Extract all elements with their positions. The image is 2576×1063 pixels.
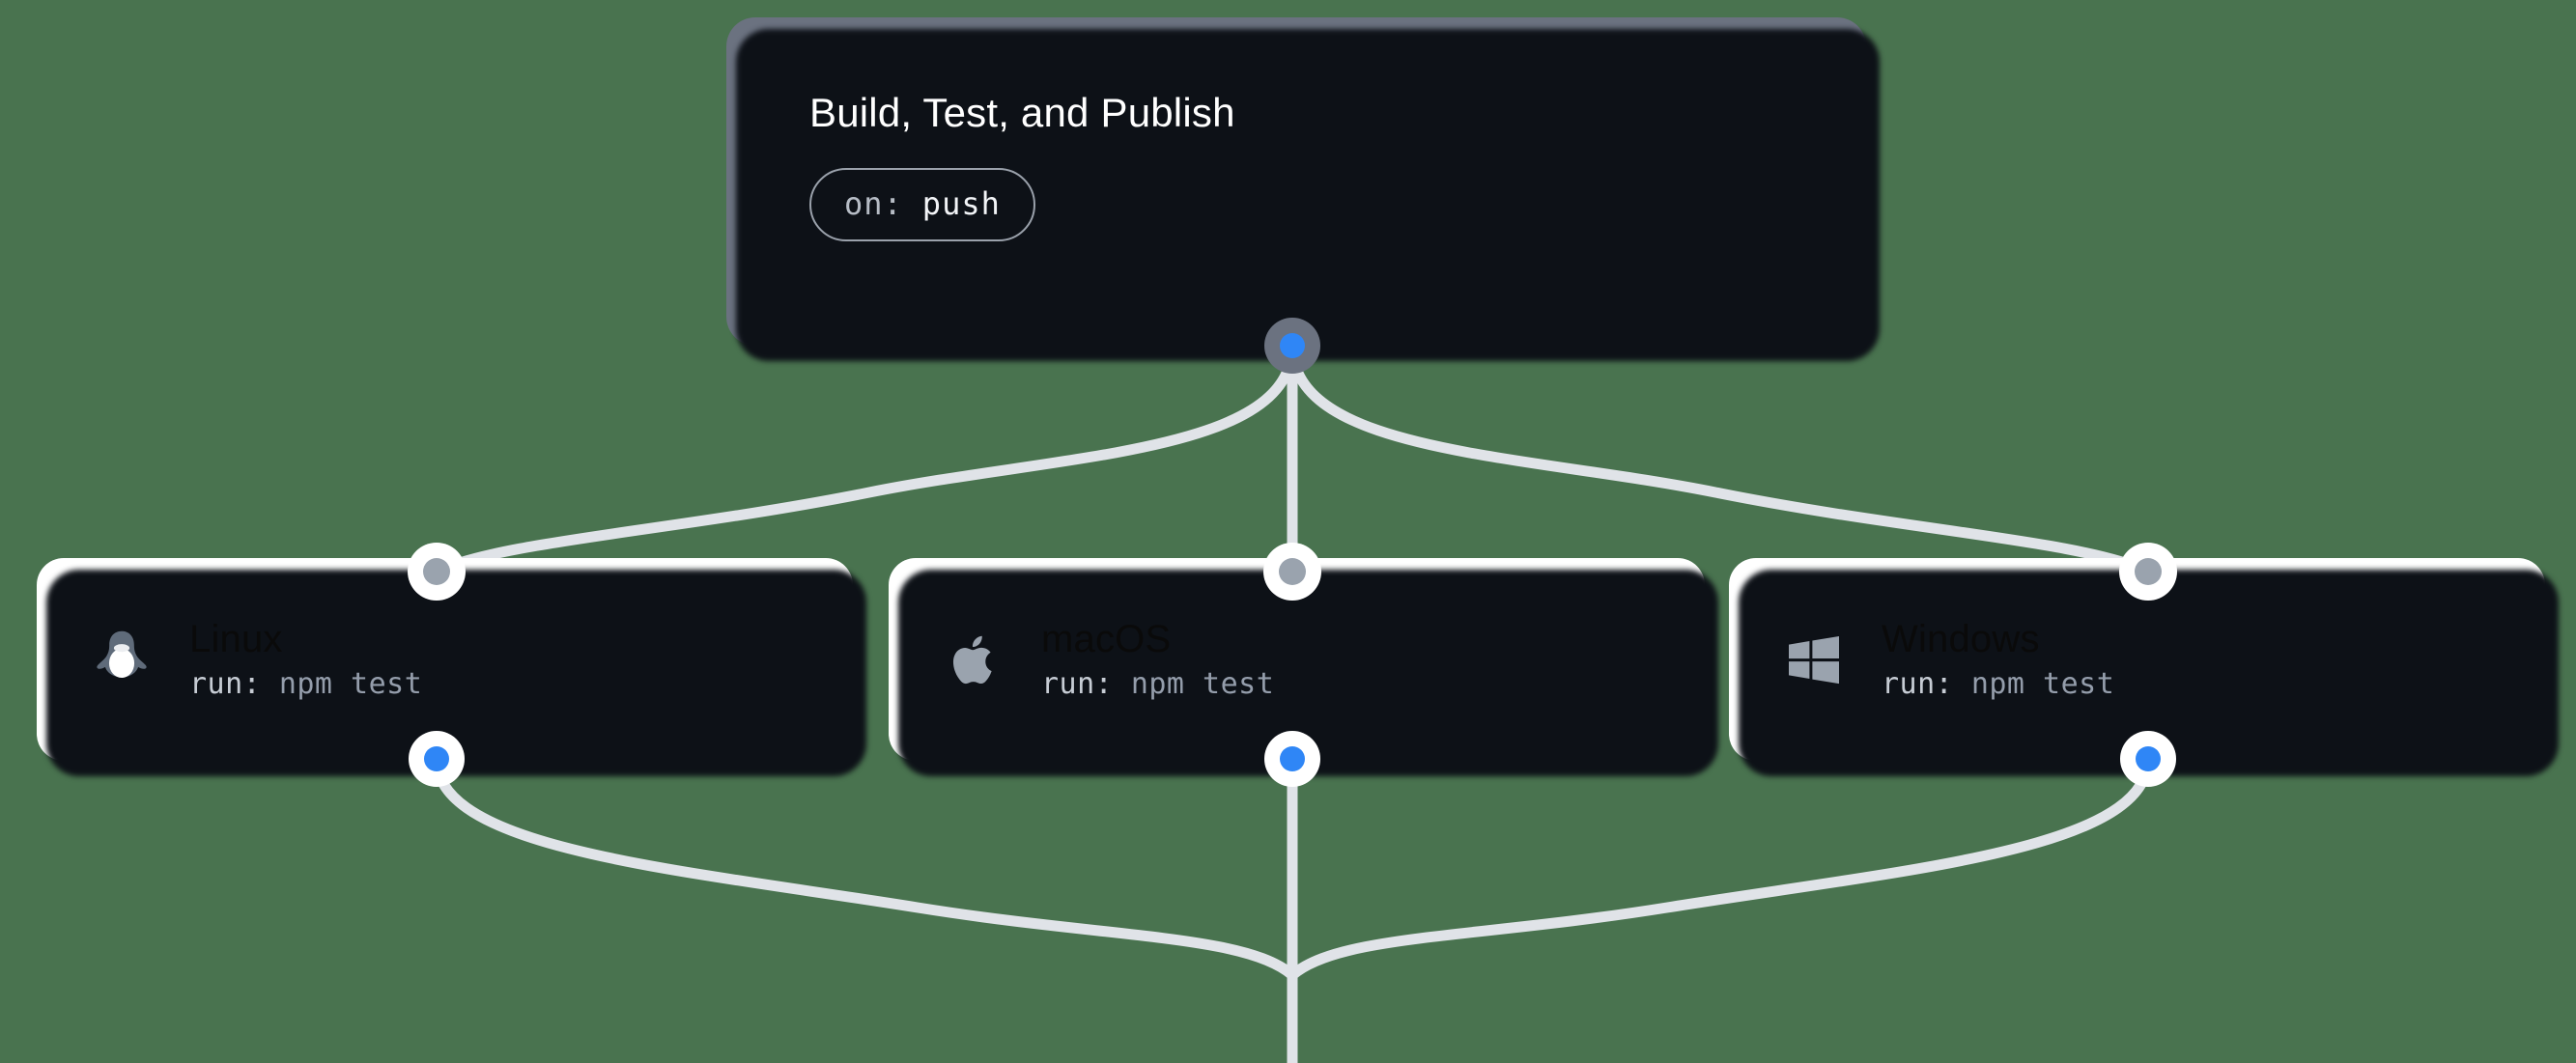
trigger-source-handle[interactable] bbox=[1280, 333, 1305, 358]
job-run-windows: run: npm test bbox=[1882, 670, 2114, 699]
job-title-windows: Windows bbox=[1882, 618, 2040, 660]
trigger-event-pill[interactable]: on: push bbox=[809, 168, 1035, 241]
windows-target-handle[interactable] bbox=[2135, 558, 2162, 585]
macos-target-handle[interactable] bbox=[1279, 558, 1306, 585]
job-title-linux: Linux bbox=[189, 618, 283, 660]
edge-trigger-to-windows bbox=[1287, 340, 2154, 577]
job-title-macos: macOS bbox=[1041, 618, 1172, 660]
linux-target-handle[interactable] bbox=[423, 558, 450, 585]
trigger-node[interactable]: Build, Test, and Publish on: push bbox=[726, 17, 1866, 346]
windows-logo-icon bbox=[1779, 625, 1849, 694]
job-run-command-windows: npm test bbox=[1970, 667, 2115, 701]
job-node-macos[interactable]: macOS run: npm test bbox=[889, 558, 1705, 761]
linux-source-handle[interactable] bbox=[424, 746, 449, 771]
job-node-linux[interactable]: Linux run: npm test bbox=[37, 558, 853, 761]
workflow-title: Build, Test, and Publish bbox=[809, 90, 1235, 135]
job-run-key-macos: run: bbox=[1041, 667, 1114, 701]
apple-logo-icon bbox=[939, 625, 1008, 694]
job-run-key-linux: run: bbox=[189, 667, 262, 701]
trigger-event-key: on: bbox=[844, 185, 903, 222]
edge-trigger-to-linux bbox=[431, 340, 1298, 577]
job-node-windows[interactable]: Windows run: npm test bbox=[1729, 558, 2545, 761]
job-text-windows: Windows run: npm test bbox=[1882, 620, 2114, 699]
job-run-command-linux: npm test bbox=[278, 667, 423, 701]
job-run-macos: run: npm test bbox=[1041, 670, 1274, 699]
windows-source-handle[interactable] bbox=[2136, 746, 2161, 771]
job-run-linux: run: npm test bbox=[189, 670, 422, 699]
trigger-event-value: push bbox=[921, 185, 1001, 222]
job-text-macos: macOS run: npm test bbox=[1041, 620, 1274, 699]
edge-windows-to-publish bbox=[1287, 753, 2154, 981]
job-text-linux: Linux run: npm test bbox=[189, 620, 422, 699]
edge-linux-to-publish bbox=[431, 753, 1298, 981]
linux-penguin-icon bbox=[87, 625, 156, 694]
job-run-command-macos: npm test bbox=[1130, 667, 1275, 701]
macos-source-handle[interactable] bbox=[1280, 746, 1305, 771]
job-run-key-windows: run: bbox=[1882, 667, 1954, 701]
